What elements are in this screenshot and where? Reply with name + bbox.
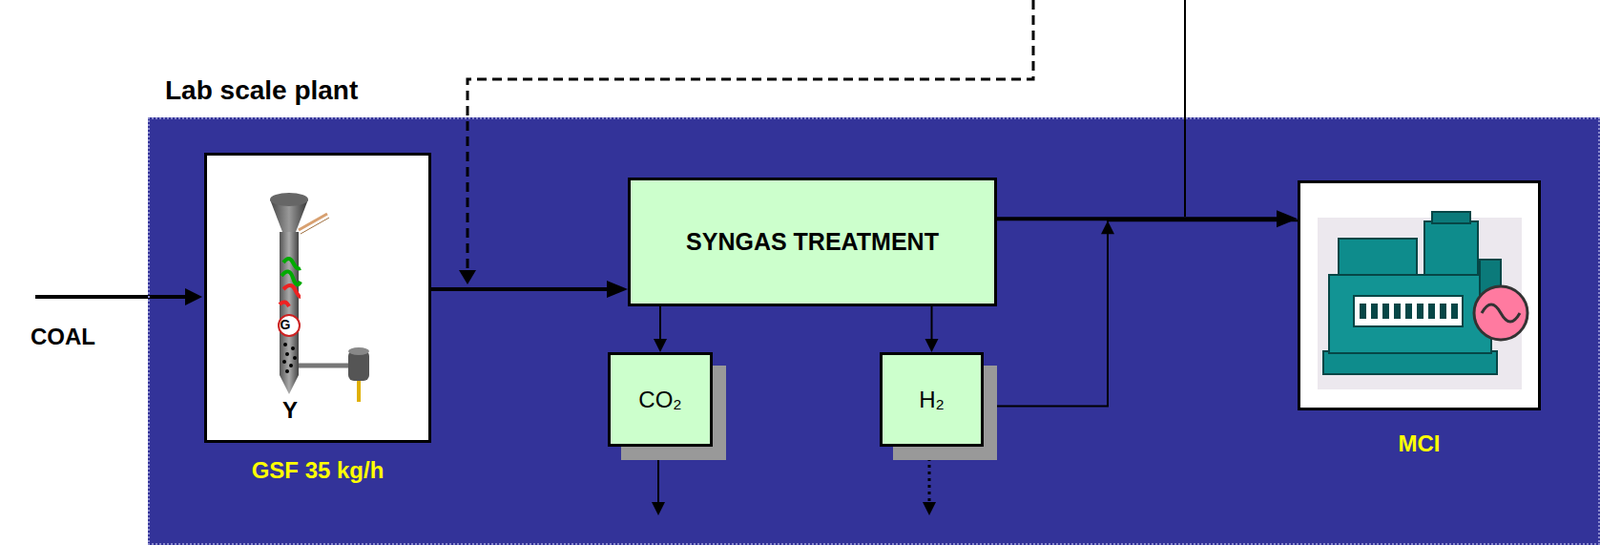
box-label: H₂ xyxy=(918,386,945,414)
drawing-part xyxy=(289,363,293,368)
h2-outlet-arrowhead xyxy=(922,501,936,516)
drawing-part xyxy=(278,314,300,336)
drawing-part xyxy=(1317,217,1522,390)
feed-arrowhead xyxy=(185,288,203,306)
product-box: CO₂ xyxy=(607,352,713,447)
engine-generator-illustration xyxy=(1300,183,1538,408)
co2-outlet-arrowhead xyxy=(651,501,665,516)
drawing-part xyxy=(1451,303,1458,319)
arrowhead xyxy=(1276,209,1298,228)
flow-connector xyxy=(653,306,667,353)
drawing-part xyxy=(1382,303,1390,319)
h2-outlet-line xyxy=(928,444,932,504)
box-heading: GSF 35 kg/h xyxy=(251,457,385,484)
symbol-letter: G xyxy=(280,317,291,332)
gasifier-illustration xyxy=(207,155,429,440)
drawing-part xyxy=(1416,303,1424,319)
drawing-part xyxy=(283,342,288,347)
drawing-part xyxy=(281,258,301,285)
drawing-part xyxy=(279,374,299,395)
drawing-part xyxy=(1338,238,1417,275)
drawing-part xyxy=(300,217,330,234)
drawing-part xyxy=(285,369,290,374)
plant-panel-ground xyxy=(147,117,1600,545)
flow-connector xyxy=(925,306,939,353)
plant-boundary: Lab scale plant GSF 35 kg/hSYNGAS TREATM… xyxy=(147,117,1600,545)
gasifier-box: GSF 35 kg/h xyxy=(204,152,432,443)
process-box: SYNGAS TREATMENT xyxy=(627,177,998,307)
drawing-part xyxy=(1424,221,1478,275)
drawing-part xyxy=(298,213,328,230)
drawing-part xyxy=(356,380,361,402)
drawing-part xyxy=(1393,303,1401,319)
drawing-part xyxy=(1329,274,1492,354)
box-label: SYNGAS TREATMENT xyxy=(685,228,939,256)
symbol-letter: Y xyxy=(282,398,298,422)
drawing-part xyxy=(270,192,309,207)
drawing-part xyxy=(279,285,301,307)
arrowhead xyxy=(653,338,667,353)
product-box: H₂ xyxy=(879,352,984,447)
supply-line xyxy=(1184,0,1186,217)
drawing-part xyxy=(298,363,351,369)
drawing-part xyxy=(1323,351,1497,375)
engine-box: MCI xyxy=(1297,180,1541,411)
co2-outlet-line xyxy=(657,444,660,504)
drawing-part xyxy=(282,359,287,364)
connector-line xyxy=(431,287,618,291)
drawing-part xyxy=(285,352,290,356)
drawing-part xyxy=(1405,303,1413,319)
feed-line xyxy=(35,294,188,299)
drawing-part xyxy=(1432,211,1471,224)
drawing-part xyxy=(292,355,297,360)
drawing-part xyxy=(1439,303,1447,319)
drawing-part xyxy=(1371,303,1378,319)
flow-connector xyxy=(997,209,1298,228)
flow-connector xyxy=(983,220,1298,406)
drawing-part xyxy=(1353,295,1463,327)
drawing-part xyxy=(1359,303,1367,319)
dashed-arrowhead xyxy=(458,270,477,285)
connector-line xyxy=(983,220,1298,406)
arrowhead xyxy=(925,338,939,353)
input-label: COAL xyxy=(30,325,96,349)
drawing-part xyxy=(1428,303,1435,319)
arrowhead xyxy=(606,280,628,298)
drawing-part xyxy=(348,347,370,355)
drawing-part xyxy=(1474,286,1528,340)
drawing-part xyxy=(290,346,295,351)
arrowhead xyxy=(1101,220,1115,234)
box-label: CO₂ xyxy=(638,386,682,414)
drawing-part xyxy=(1359,303,1458,319)
box-heading: MCI xyxy=(1398,430,1441,458)
box-heading: Lab scale plant xyxy=(165,75,358,106)
flow-connector xyxy=(431,280,628,298)
drawing-part xyxy=(1481,304,1520,322)
